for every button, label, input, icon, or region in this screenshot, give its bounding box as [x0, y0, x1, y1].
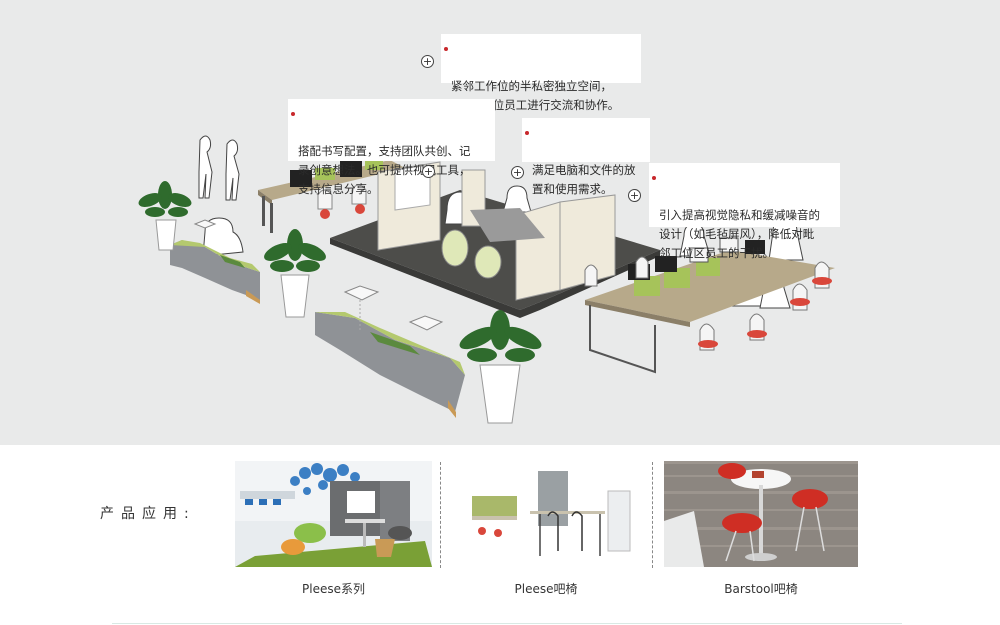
office-layout-illustration: 紧邻工作位的半私密独立空间， 适合2-4位员工进行交流和协作。 搭配书写配置，支… [0, 0, 1000, 445]
footer-divider [112, 623, 902, 624]
red-barstool-photo [664, 461, 858, 567]
plant-front [459, 310, 542, 424]
callout-storage: 满足电脑和文件的放 置和使用需求。 [522, 118, 650, 196]
bench-left [170, 240, 260, 304]
plus-icon[interactable]: + [628, 189, 641, 202]
product-card[interactable]: Pleese吧椅 [460, 461, 632, 596]
plus-icon[interactable]: + [422, 165, 435, 178]
product-caption: Pleese吧椅 [514, 582, 578, 596]
divider [440, 462, 441, 568]
product-caption: Barstool吧椅 [724, 582, 798, 596]
side-table [343, 285, 380, 301]
office-layout-drawing [138, 135, 835, 424]
side-table [408, 315, 444, 331]
callout-meeting-space: 紧邻工作位的半私密独立空间， 适合2-4位员工进行交流和协作。 [441, 34, 641, 112]
divider [652, 462, 653, 568]
bullet-dot [291, 112, 295, 116]
plant-left [138, 181, 192, 251]
plus-icon[interactable]: + [421, 55, 434, 68]
callout-text: 引入提高视觉隐私和缓减噪音的 设计（如毛毡屏风），降低对毗 邻工位区员工的干扰。 [659, 208, 820, 260]
plant-middle [264, 229, 326, 318]
callout-whiteboard: 搭配书写配置，支持团队共创、记 录创意想法。也可提供视讯工具， 支持信息分享。 [288, 99, 495, 196]
bullet-dot [652, 176, 656, 180]
bullet-dot [444, 47, 448, 51]
left-workstation [258, 158, 405, 233]
plus-icon[interactable]: + [511, 166, 524, 179]
product-card[interactable]: Pleese系列 [235, 461, 432, 596]
product-card[interactable]: Barstool吧椅 [664, 461, 858, 596]
callout-felt-screen: 引入提高视觉隐私和缓减噪音的 设计（如毛毡屏风），降低对毗 邻工位区员工的干扰。 [649, 163, 840, 260]
callout-text: 满足电脑和文件的放 置和使用需求。 [532, 163, 636, 196]
right-workstation [584, 237, 835, 374]
product-caption: Pleese系列 [302, 582, 365, 596]
meeting-table [441, 208, 545, 279]
bar-chair-workstation-photo [460, 461, 632, 567]
callout-text: 搭配书写配置，支持团队共创、记 录创意想法。也可提供视讯工具， 支持信息分享。 [298, 144, 471, 196]
section-label: 产品应用: [100, 506, 196, 522]
side-table [193, 219, 217, 229]
bullet-dot [525, 131, 529, 135]
lounge-collaboration-photo [235, 461, 432, 567]
bench-front [315, 312, 465, 418]
